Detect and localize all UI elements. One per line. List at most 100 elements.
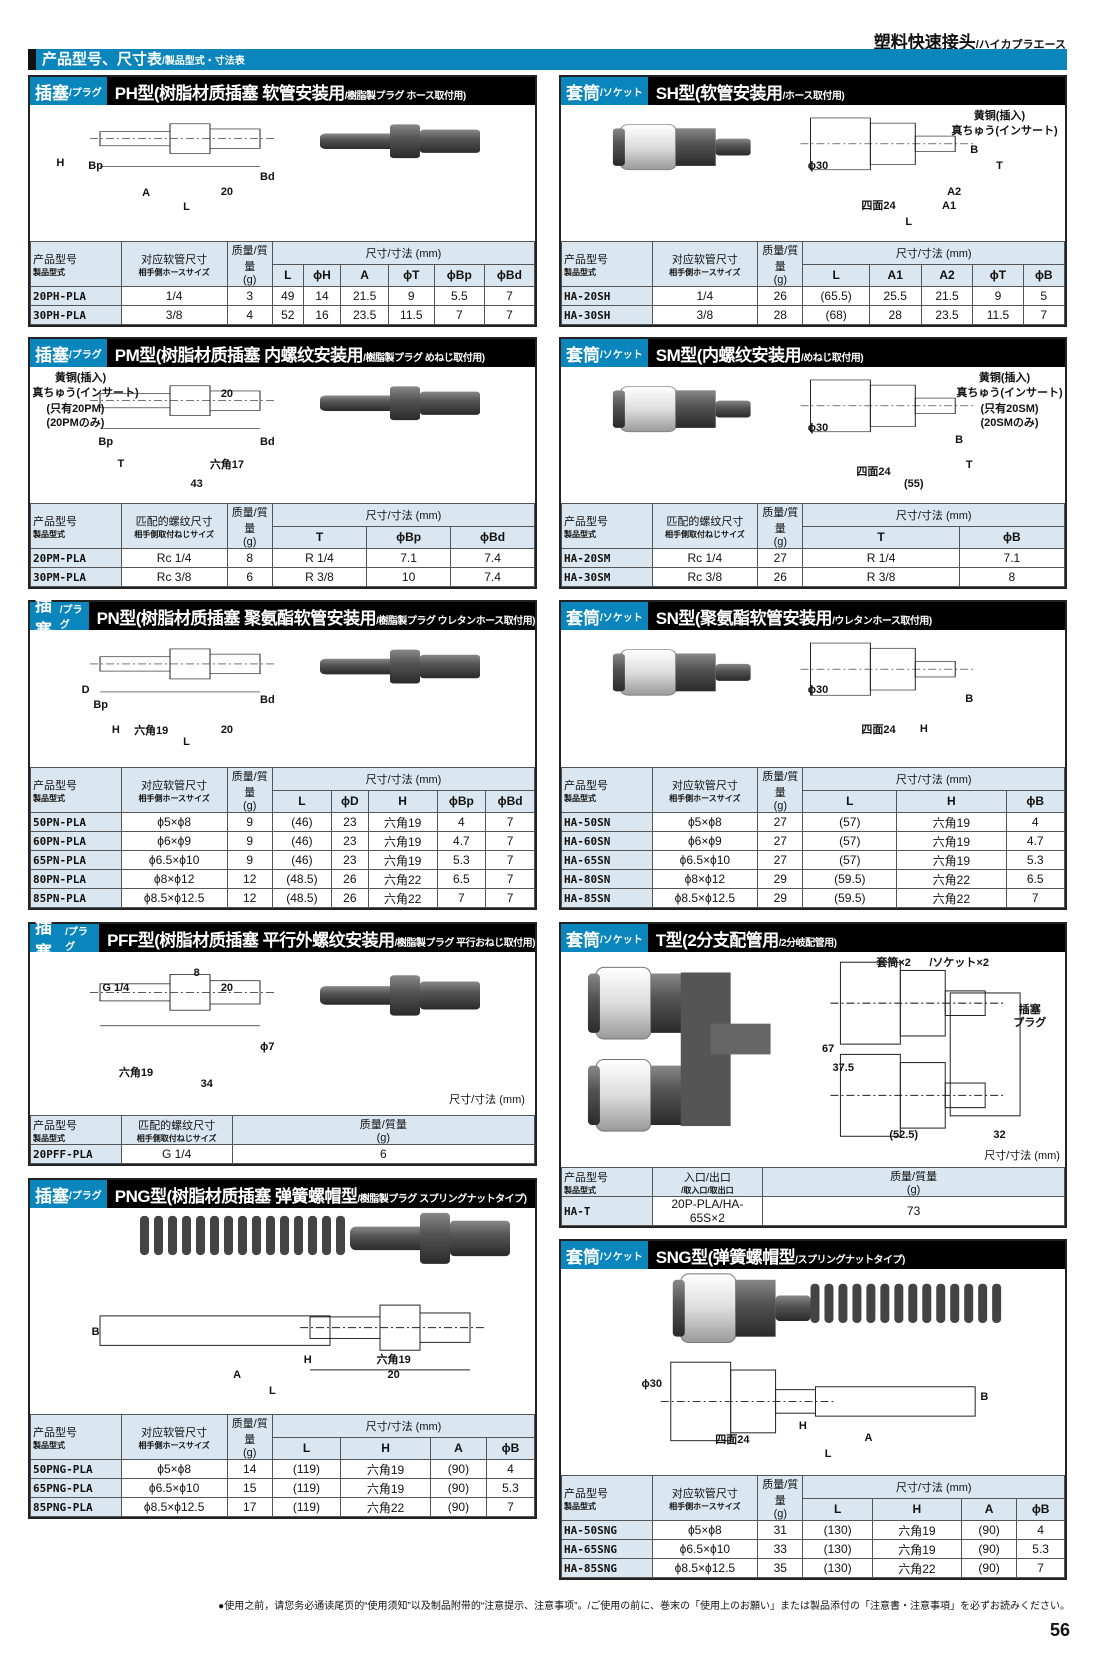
value-cell: 7.1 bbox=[958, 548, 1066, 568]
product-photo bbox=[612, 386, 751, 433]
model-cell: 85PNG-PLA bbox=[30, 1497, 122, 1517]
category-label-sub: /ソケット bbox=[600, 1251, 643, 1263]
dimension-label: L bbox=[269, 1385, 276, 1398]
value-cell: Rc 1/4 bbox=[651, 548, 759, 568]
page-number: 56 bbox=[1049, 1620, 1070, 1640]
category-tag: 插塞/プラグ bbox=[30, 77, 107, 105]
model-cell: HA-30SM bbox=[561, 567, 653, 587]
model-cell: HA-20SM bbox=[561, 548, 653, 568]
header-dimensions-text: 尺寸/寸法 (mm) bbox=[365, 247, 442, 260]
header-dimensions-text: 尺寸/寸法 (mm) bbox=[895, 247, 972, 260]
model-cell: HA-80SN bbox=[561, 869, 653, 889]
value-cell: 六角19 bbox=[871, 1520, 962, 1540]
category-label-sub: /ソケット bbox=[600, 612, 643, 624]
model-cell: HA-T bbox=[561, 1196, 653, 1226]
spec-table: 产品型号製品型式对应软管尺寸相手側ホースサイズ质量/質量(g)尺寸/寸法 (mm… bbox=[561, 1475, 1065, 1578]
header-hose-size-text: 对应软管尺寸 bbox=[141, 1426, 208, 1439]
header-mass-text: 质量/質量 bbox=[231, 245, 268, 273]
value-cell: 4.7 bbox=[1005, 831, 1065, 851]
value-cell: 23.5 bbox=[340, 305, 389, 325]
value-cell: 4 bbox=[1005, 812, 1065, 832]
value-cell: 7 bbox=[485, 869, 535, 889]
panel-title-text: PFF型(树脂材质插塞 平行外螺纹安装用 bbox=[107, 930, 395, 950]
header-dim: ϕB bbox=[1005, 789, 1065, 813]
table-header-row: 产品型号製品型式入口/出口/取入口/取出口质量/質量(g) bbox=[561, 1167, 1065, 1197]
dimension-label: (20SMのみ) bbox=[980, 416, 1039, 429]
value-cell: (59.5) bbox=[802, 869, 898, 889]
header-mass-text: 质量/質量 bbox=[762, 507, 799, 535]
category-label: 插塞 bbox=[35, 596, 52, 640]
dimension-label: B bbox=[965, 692, 974, 705]
header-dim-text: ϕB bbox=[1026, 794, 1045, 809]
dimension-label: H bbox=[798, 1419, 807, 1432]
value-cell: 26 bbox=[757, 286, 804, 306]
value-cell: 23 bbox=[330, 850, 369, 870]
model-cell: HA-50SN bbox=[561, 812, 653, 832]
panel-title-text: SM型(内螺纹安装用 bbox=[655, 345, 802, 365]
model-cell: HA-60SN bbox=[561, 831, 653, 851]
header-dim-text: ϕB bbox=[1034, 268, 1053, 283]
header-hose-size-sub: 相手側ホースサイズ bbox=[138, 793, 210, 803]
dimension-drawing bbox=[660, 1361, 976, 1442]
header-model: 产品型号製品型式 bbox=[561, 767, 653, 813]
header-dim-text: ϕD bbox=[341, 794, 359, 809]
mass-unit: (g) bbox=[376, 1132, 391, 1144]
header-dim-text: ϕB bbox=[501, 1441, 520, 1456]
header-dimensions: 尺寸/寸法 (mm) bbox=[802, 1475, 1065, 1499]
header-model: 产品型号製品型式 bbox=[30, 241, 122, 287]
header-mass-text: 质量/質量 bbox=[359, 1119, 407, 1131]
value-cell: 3 bbox=[226, 286, 273, 306]
value-cell: 六角19 bbox=[367, 831, 438, 851]
value-cell: (68) bbox=[802, 305, 870, 325]
header-model-text: 产品型号 bbox=[564, 1171, 608, 1184]
panel-title-text: PN型(树脂材质插塞 聚氨酯软管安装用 bbox=[96, 608, 377, 628]
value-cell: 6 bbox=[231, 1144, 536, 1164]
dimension-label: 32 bbox=[993, 1128, 1006, 1141]
category-label-sub: /ソケット bbox=[600, 349, 643, 361]
value-cell: 27 bbox=[757, 548, 804, 568]
category-label: 套筒 bbox=[566, 83, 600, 103]
category-label: 插塞 bbox=[35, 345, 69, 365]
dimension-label: ϕ7 bbox=[260, 1040, 275, 1053]
value-cell: 8 bbox=[226, 548, 273, 568]
panel-title-sub: /樹脂製プラグ めねじ取付用) bbox=[363, 352, 485, 364]
value-cell: 6.5 bbox=[1005, 869, 1065, 889]
value-cell: Rc 3/8 bbox=[120, 567, 228, 587]
dimension-label: T bbox=[965, 458, 973, 471]
header-model-text: 产品型号 bbox=[564, 515, 608, 528]
header-dim-text: L bbox=[832, 268, 840, 283]
model-cell: HA-65SN bbox=[561, 850, 653, 870]
value-cell: 9 bbox=[226, 812, 273, 832]
product-photo bbox=[140, 1212, 510, 1264]
header-dim: A2 bbox=[920, 263, 974, 287]
panel-title-text: PH型(树脂材质插塞 软管安装用 bbox=[114, 83, 346, 103]
dimension-label: ϕ30 bbox=[641, 1378, 662, 1391]
value-cell: ϕ5×ϕ8 bbox=[120, 1459, 228, 1479]
header-dim-text: ϕBp bbox=[446, 268, 472, 283]
header-model: 产品型号製品型式 bbox=[561, 241, 653, 287]
header-dimensions: 尺寸/寸法 (mm) bbox=[802, 503, 1065, 527]
table-header-row: 产品型号製品型式匹配的螺纹尺寸相手側取付ねじサイズ质量/質量(g) bbox=[30, 1115, 536, 1145]
header-dim: ϕB bbox=[958, 525, 1066, 549]
model-cell: 65PNG-PLA bbox=[30, 1478, 122, 1498]
header-dim-text: ϕBp bbox=[396, 530, 422, 545]
table-header-row: 产品型号製品型式匹配的螺纹尺寸相手側取付ねじサイズ质量/質量(g)尺寸/寸法 (… bbox=[30, 503, 536, 549]
value-cell: 23.5 bbox=[920, 305, 974, 325]
section-bar: 产品型号、尺寸表/製品型式・寸法表 bbox=[28, 49, 1067, 70]
product-photo bbox=[672, 1273, 1002, 1344]
header-dim: H bbox=[367, 789, 438, 813]
panel-title-sub: /ホース取付用) bbox=[782, 90, 845, 102]
header-dim: L bbox=[802, 1497, 873, 1521]
spec-table: 产品型号製品型式对应软管尺寸相手側ホースサイズ质量/質量(g)尺寸/寸法 (mm… bbox=[30, 241, 536, 325]
header-model-text: 产品型号 bbox=[564, 1487, 608, 1500]
header-dim: T bbox=[802, 525, 960, 549]
header-model: 产品型号製品型式 bbox=[30, 1115, 122, 1145]
header-model-text: 产品型号 bbox=[33, 253, 77, 266]
panel-title: PFF型(树脂材质插塞 平行外螺纹安装用/樹脂製プラグ 平行おねじ取付用) bbox=[107, 926, 535, 951]
header-dim: L bbox=[271, 263, 304, 287]
model-cell: 30PM-PLA bbox=[30, 567, 122, 587]
